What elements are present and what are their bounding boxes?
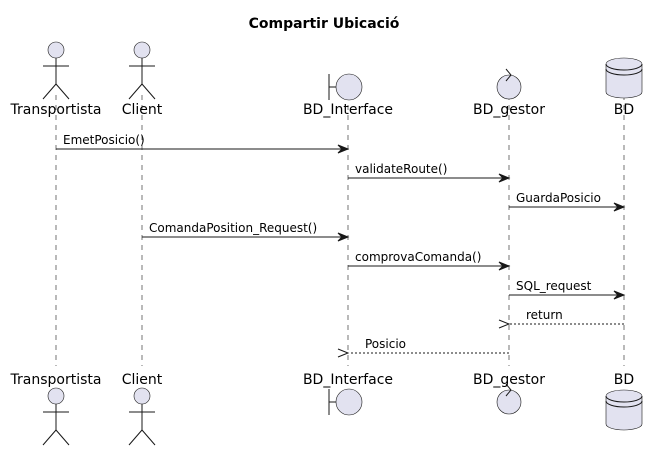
- control-icon: [496, 383, 522, 415]
- participant-bd_interface-top: BD_Interface: [303, 73, 393, 118]
- message: comprovaComanda(): [348, 250, 511, 271]
- participant-label: Transportista: [10, 102, 102, 118]
- message-label: comprovaComanda(): [355, 250, 481, 264]
- message-label: Posicio: [365, 337, 406, 351]
- actor-icon: [42, 41, 70, 100]
- message-label: ComandaPosition_Request(): [149, 221, 317, 235]
- message: SQL_request: [509, 279, 626, 300]
- message: return: [498, 308, 624, 329]
- arrowhead: [613, 202, 626, 212]
- boundary-icon: [328, 73, 363, 101]
- participant-bd_interface-bottom: BD_Interface: [303, 372, 393, 416]
- participants-top: Transportista Client BD_Interface BD_gestor…: [10, 41, 643, 118]
- participant-transportista-top: Transportista: [10, 41, 102, 118]
- participant-label: BD_gestor: [473, 372, 545, 388]
- messages: EmetPosicio() validateRoute() GuardaPosici…: [56, 133, 626, 358]
- message: ComandaPosition_Request(): [142, 221, 350, 242]
- participant-label: Transportista: [10, 372, 102, 388]
- arrowhead: [337, 348, 350, 358]
- control-icon: [496, 68, 522, 100]
- message: validateRoute(): [348, 162, 511, 183]
- arrowhead: [498, 319, 511, 329]
- actor-icon: [128, 41, 156, 100]
- participant-client-bottom: Client: [122, 372, 163, 446]
- arrowhead: [498, 261, 511, 271]
- message: GuardaPosicio: [509, 191, 626, 212]
- participant-bd-bottom: BD: [605, 372, 643, 431]
- participants-bottom: Transportista Client BD_Interface BD_gestor…: [10, 372, 643, 446]
- participant-label: Client: [122, 102, 163, 118]
- database-icon: [605, 57, 643, 99]
- participant-bd_gestor-top: BD_gestor: [473, 68, 545, 118]
- participant-label: BD_gestor: [473, 102, 545, 118]
- arrowhead: [613, 290, 626, 300]
- message-label: GuardaPosicio: [516, 191, 601, 205]
- participant-label: BD_Interface: [303, 102, 393, 118]
- arrowhead: [337, 144, 350, 154]
- message: EmetPosicio(): [56, 133, 350, 154]
- participant-label: BD: [614, 102, 634, 118]
- participant-label: Client: [122, 372, 163, 388]
- participant-label: BD_Interface: [303, 372, 393, 388]
- arrowhead: [337, 232, 350, 242]
- arrowhead: [498, 173, 511, 183]
- message-label: EmetPosicio(): [63, 133, 145, 147]
- actor-icon: [42, 387, 70, 446]
- diagram-title: Compartir Ubicació: [249, 16, 400, 32]
- message-label: return: [526, 308, 563, 322]
- participant-label: BD: [614, 372, 634, 388]
- participant-bd_gestor-bottom: BD_gestor: [473, 372, 545, 415]
- participant-client-top: Client: [122, 41, 163, 118]
- participant-transportista-bottom: Transportista: [10, 372, 102, 446]
- message-label: validateRoute(): [355, 162, 447, 176]
- message: Posicio: [337, 337, 509, 358]
- message-label: SQL_request: [516, 279, 592, 293]
- actor-icon: [128, 387, 156, 446]
- boundary-icon: [328, 388, 363, 416]
- participant-bd-top: BD: [605, 57, 643, 118]
- database-icon: [605, 389, 643, 431]
